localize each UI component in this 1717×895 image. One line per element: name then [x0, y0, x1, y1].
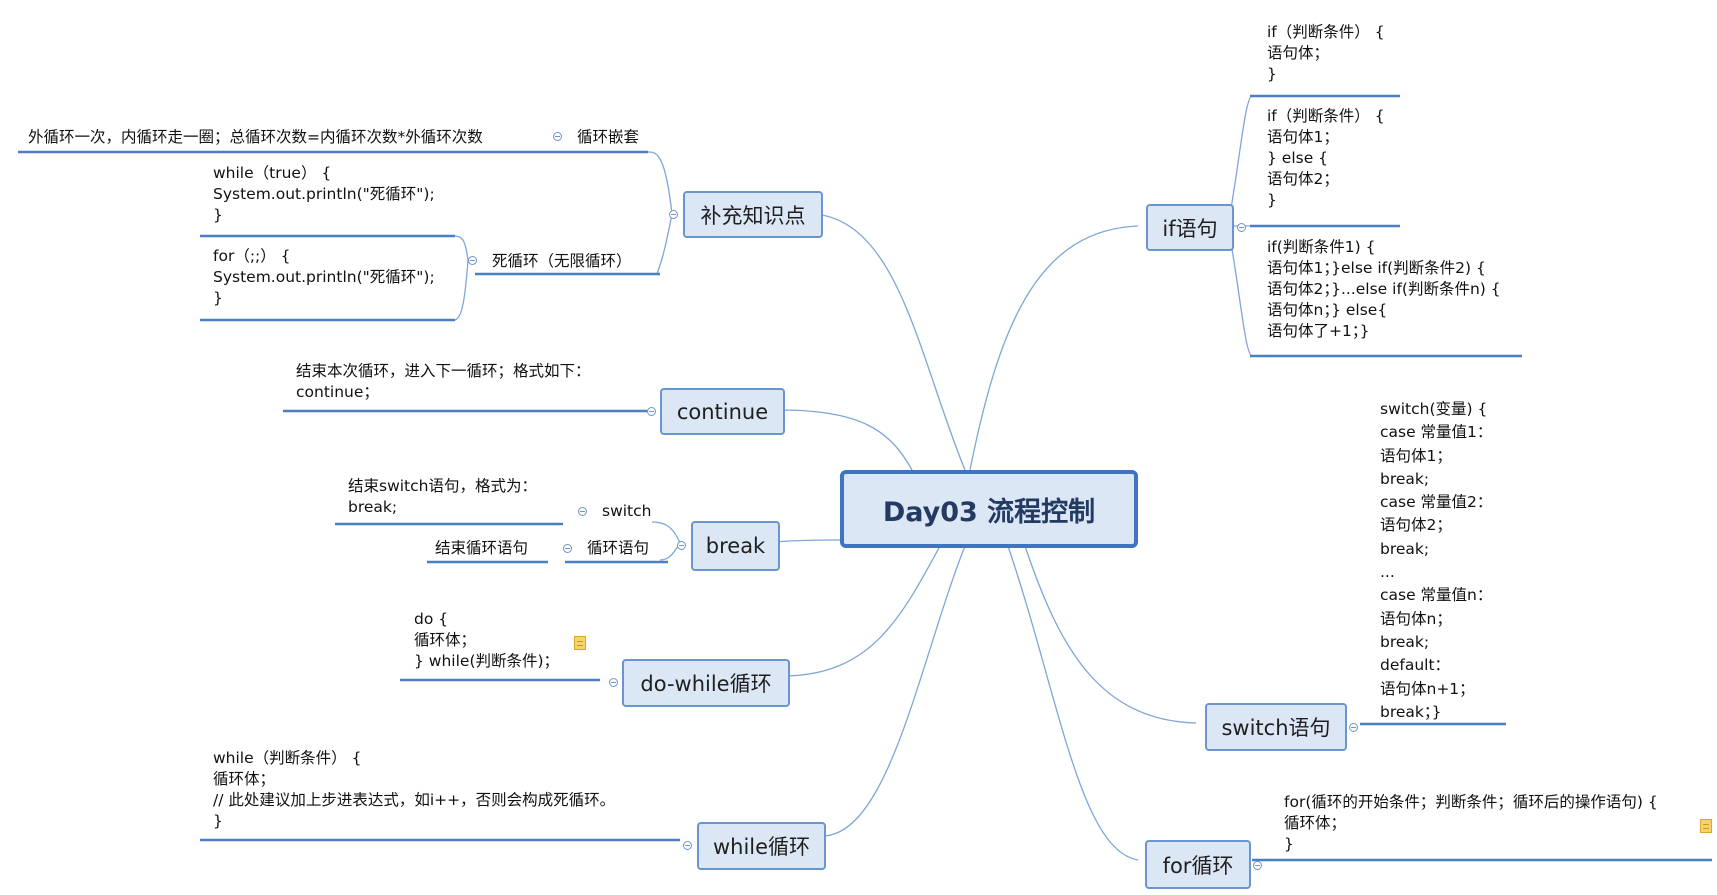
- topic-switch[interactable]: switch语句: [1205, 703, 1347, 751]
- while-detail: while（判断条件） { 循环体； // 此处建议加上步进表达式，如i++，否…: [213, 749, 616, 830]
- switch-detail: switch(变量) { case 常量值1： 语句体1； break; cas…: [1380, 400, 1493, 721]
- topic-supplement[interactable]: 补充知识点: [683, 191, 823, 238]
- if-form-1: if（判断条件） { 语句体； }: [1267, 23, 1385, 83]
- topic-while[interactable]: while循环: [697, 822, 826, 870]
- nested-loop-label[interactable]: 循环嵌套: [577, 128, 640, 146]
- topic-break[interactable]: break: [691, 521, 780, 571]
- topic-if[interactable]: if语句: [1146, 204, 1234, 251]
- collapse-circle-icon[interactable]: [1253, 861, 1262, 870]
- note-icon[interactable]: [1700, 819, 1712, 833]
- topic-continue[interactable]: continue: [660, 388, 785, 435]
- topic-supplement-label: 补充知识点: [700, 203, 806, 228]
- dead-loop-label[interactable]: 死循环（无限循环）: [492, 252, 632, 270]
- dead-loop-while-code: while（true） { System.out.println("死循环");…: [213, 164, 435, 224]
- if-form-2: if（判断条件） { 语句体1； } else { 语句体2； }: [1267, 107, 1385, 209]
- for-detail: for(循环的开始条件；判断条件；循环后的操作语句) { 循环体； }: [1284, 793, 1658, 853]
- topic-while-label: while循环: [712, 835, 811, 859]
- break-loop-label[interactable]: 循环语句: [587, 539, 650, 557]
- continue-detail: 结束本次循环，进入下一循环；格式如下： continue；: [296, 362, 591, 401]
- break-switch-label[interactable]: switch: [602, 502, 652, 520]
- break-switch-detail: 结束switch语句，格式为： break;: [348, 477, 537, 516]
- topic-for[interactable]: for循环: [1145, 840, 1251, 889]
- collapse-circle-icon[interactable]: [647, 407, 656, 416]
- collapse-circle-icon[interactable]: [683, 841, 692, 850]
- topic-for-label: for循环: [1162, 853, 1234, 878]
- topic-switch-label: switch语句: [1221, 716, 1331, 740]
- dead-loop-for-code: for（;;） { System.out.println("死循环"); }: [213, 247, 435, 307]
- topic-if-label: if语句: [1162, 216, 1218, 241]
- collapse-circle-icon[interactable]: [578, 507, 587, 516]
- topic-break-label: break: [705, 534, 766, 558]
- topic-do-while[interactable]: do-while循环: [622, 659, 790, 707]
- collapse-circle-icon[interactable]: [669, 210, 678, 219]
- collapse-circle-icon[interactable]: [1349, 723, 1358, 732]
- nested-loop-detail: 外循环一次，内循环走一圈；总循环次数=内循环次数*外循环次数: [28, 128, 483, 146]
- collapse-circle-icon[interactable]: [468, 256, 477, 265]
- topic-do-while-label: do-while循环: [640, 672, 772, 696]
- collapse-circle-icon[interactable]: [553, 132, 562, 141]
- collapse-circle-icon[interactable]: [609, 678, 618, 687]
- collapse-circle-icon[interactable]: [677, 541, 686, 550]
- collapse-circle-icon[interactable]: [1237, 223, 1246, 232]
- topic-continue-label: continue: [676, 399, 769, 424]
- root-topic[interactable]: Day03 流程控制: [840, 470, 1138, 548]
- if-form-3: if(判断条件1) { 语句体1；}else if(判断条件2) { 语句体2；…: [1267, 238, 1501, 340]
- root-label: Day03 流程控制: [882, 496, 1096, 528]
- break-loop-detail: 结束循环语句: [435, 539, 529, 557]
- do-while-detail: do { 循环体； } while(判断条件)；: [414, 610, 560, 670]
- note-icon[interactable]: [574, 636, 586, 650]
- collapse-circle-icon[interactable]: [563, 544, 572, 553]
